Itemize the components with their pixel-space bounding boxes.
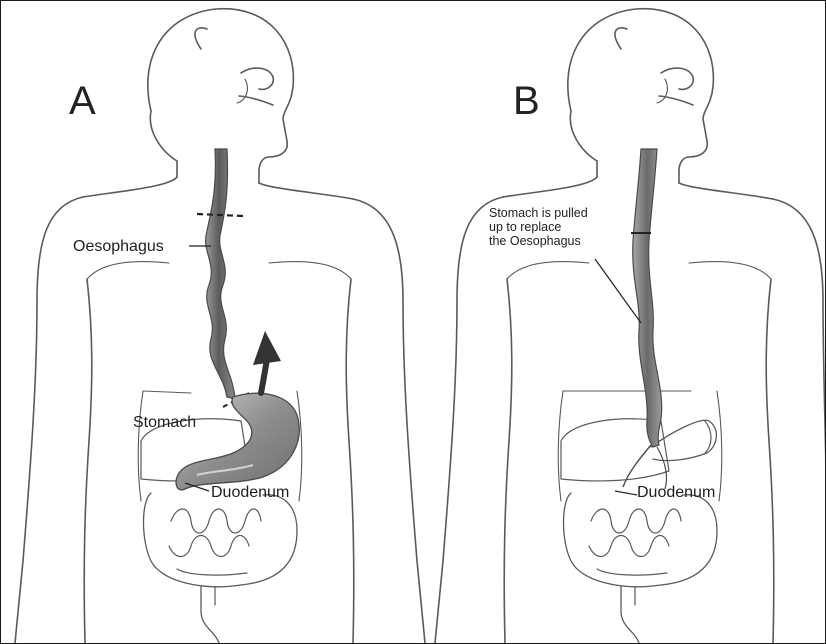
intestines-b (564, 493, 718, 587)
stomach-label-a: Stomach (133, 415, 196, 431)
stomach-pulled-label-b: Stomach is pulled up to replace the Oeso… (489, 206, 588, 248)
stomach-a (176, 393, 299, 490)
oesophagus-label-a: Oesophagus (73, 239, 164, 255)
duodenum-label-b: Duodenum (637, 485, 715, 501)
torso-outline-a (15, 197, 83, 643)
duodenum-leader-b (615, 491, 637, 495)
torso-outline-b (435, 197, 503, 643)
panel-letter-a: A (69, 81, 96, 121)
cut-line-a (197, 214, 243, 216)
panel-letter-b: B (513, 81, 540, 121)
gastric-tube-b (623, 149, 667, 489)
stomach-pulled-line-2: up to replace (489, 220, 588, 234)
upward-arrow (253, 331, 281, 393)
duodenum-label-a: Duodenum (211, 485, 289, 501)
stomach-pulled-line-1: Stomach is pulled (489, 206, 588, 220)
intestines-a (144, 493, 298, 587)
oesophagus-a (206, 149, 235, 399)
panel-b-figure (435, 9, 826, 643)
stomach-pulled-line-3: the Oesophagus (489, 234, 588, 248)
